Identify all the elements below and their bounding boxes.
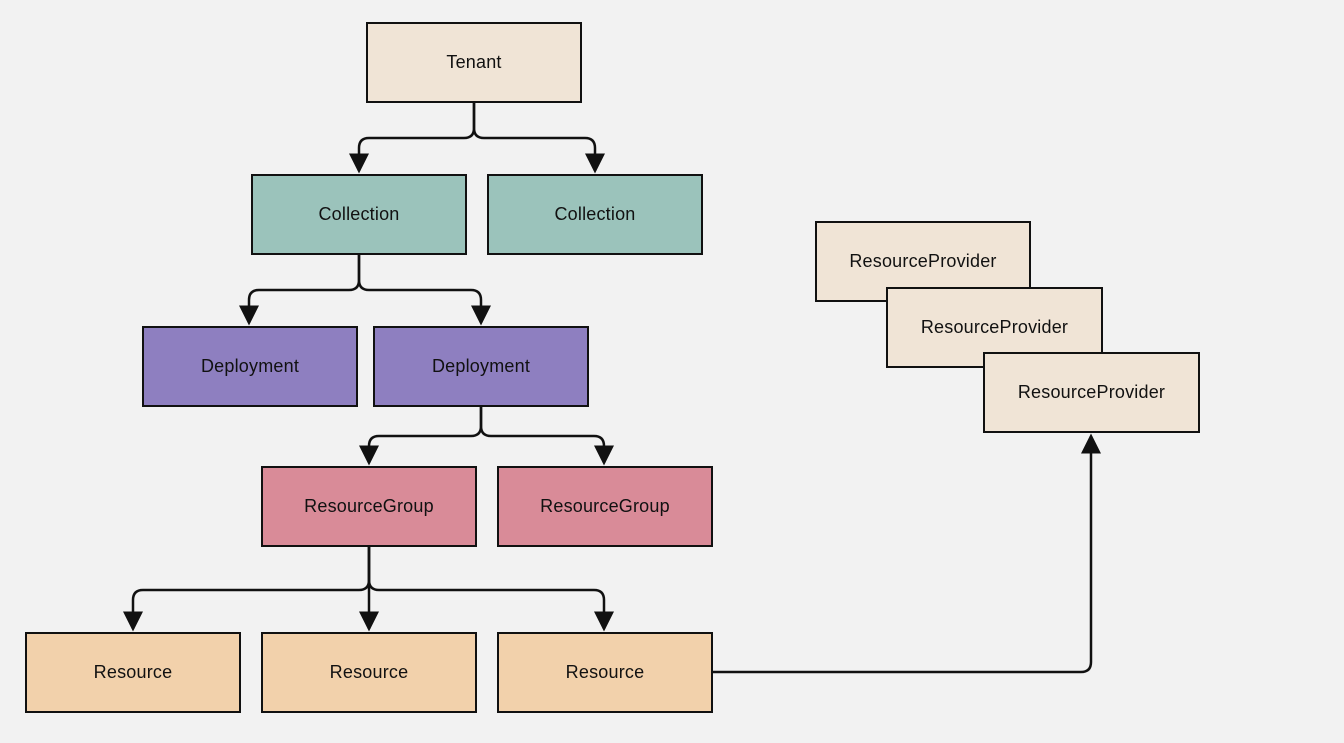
edge-resourcegroup-resource-3 (367, 547, 614, 632)
collection-node-1[interactable]: Collection (251, 174, 467, 255)
resource-provider-node-3[interactable]: ResourceProvider (983, 352, 1200, 433)
tenant-label: Tenant (446, 52, 502, 72)
deployment-node-2[interactable]: Deployment (373, 326, 589, 407)
resource-label-2: Resource (329, 662, 409, 682)
resource-label-3: Resource (565, 662, 645, 682)
edge-resource-resourceprovider (713, 433, 1101, 674)
edge-collection-deployment-1 (239, 255, 361, 326)
resource-node-1[interactable]: Resource (25, 632, 241, 713)
resource-group-label-1: ResourceGroup (304, 496, 434, 516)
collection-label-2: Collection (554, 204, 636, 224)
resource-provider-label-2: ResourceProvider (920, 317, 1069, 337)
collection-node-2[interactable]: Collection (487, 174, 703, 255)
resource-provider-label-1: ResourceProvider (849, 251, 997, 271)
edge-deployment-resourcegroup-2 (479, 407, 614, 466)
resource-provider-label-3: ResourceProvider (1017, 382, 1166, 402)
edge-tenant-collection-2 (472, 103, 605, 174)
resource-group-node-2[interactable]: ResourceGroup (497, 466, 713, 547)
collection-label-1: Collection (318, 204, 400, 224)
resource-group-label-2: ResourceGroup (540, 496, 670, 516)
edge-tenant-collection-1 (349, 103, 476, 174)
tenant-node[interactable]: Tenant (366, 22, 582, 103)
edge-deployment-resourcegroup-1 (359, 407, 483, 466)
resource-node-3[interactable]: Resource (497, 632, 713, 713)
deployment-node-1[interactable]: Deployment (142, 326, 358, 407)
edge-collection-deployment-2 (357, 255, 491, 326)
deployment-label-2: Deployment (431, 356, 531, 376)
resource-group-node-1[interactable]: ResourceGroup (261, 466, 477, 547)
resource-node-2[interactable]: Resource (261, 632, 477, 713)
edge-resourcegroup-resource-1 (123, 547, 371, 632)
deployment-label-1: Deployment (200, 356, 300, 376)
resource-label-1: Resource (93, 662, 173, 682)
